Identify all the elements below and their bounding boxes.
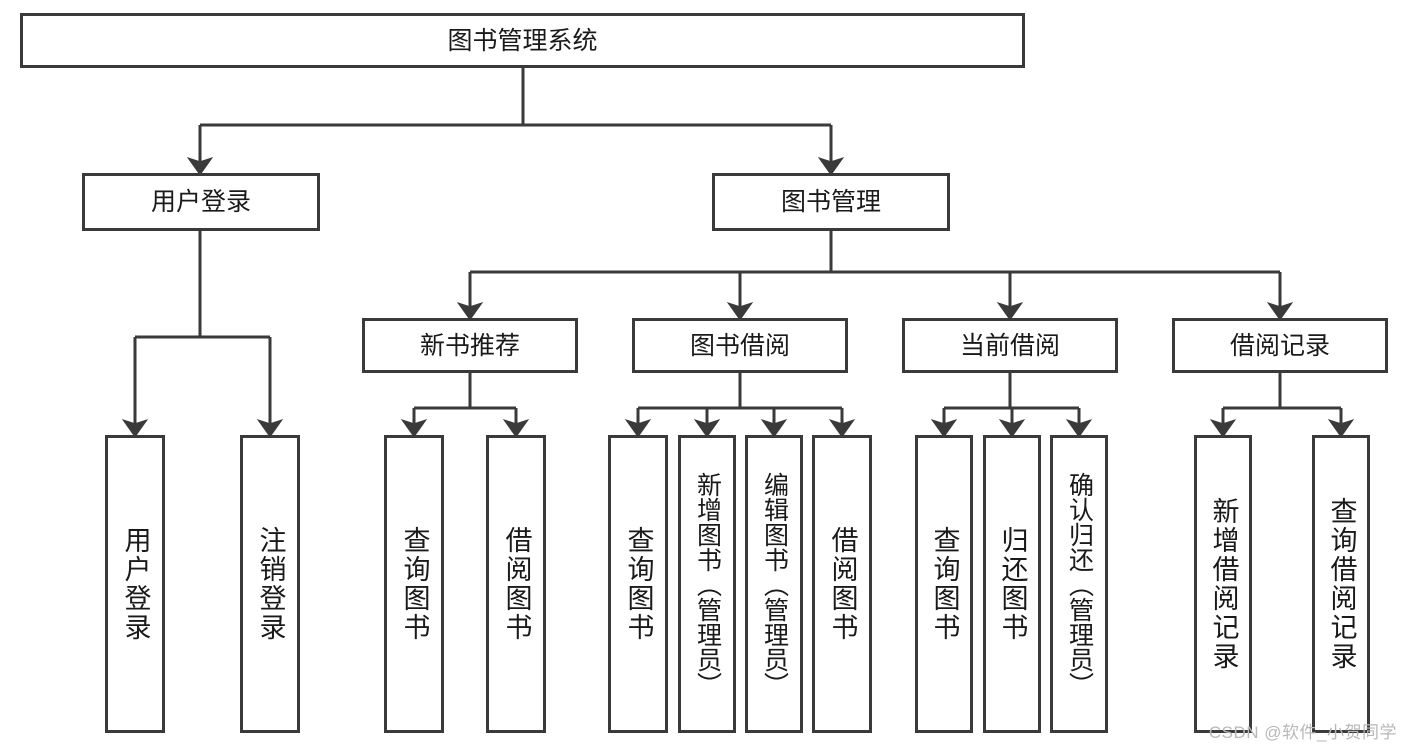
node-leaf-query-record[interactable]: 查询借阅记录 [1312,435,1370,733]
node-leaf-add-book[interactable]: 新增图书（管理员） [678,435,736,733]
node-leaf-query-record-label: 查询借阅记录 [1326,497,1357,671]
node-current-borrow-label: 当前借阅 [959,331,1060,360]
node-new-book-rec[interactable]: 新书推荐 [362,318,578,373]
node-leaf-confirm-return-label: 确认归还（管理员） [1065,471,1094,697]
node-leaf-return-book[interactable]: 归还图书 [983,435,1041,733]
node-leaf-user-logout-label: 注销登录 [255,526,286,642]
node-leaf-user-logout[interactable]: 注销登录 [240,435,300,733]
node-leaf-query-book-br-label: 查询图书 [623,526,654,642]
node-book-mgmt-label: 图书管理 [780,188,881,216]
node-book-borrow[interactable]: 图书借阅 [632,318,848,373]
node-leaf-query-book-cb-label: 查询图书 [929,526,960,642]
node-leaf-add-record-label: 新增借阅记录 [1208,497,1239,671]
node-leaf-borrow-book-rec[interactable]: 借阅图书 [486,435,546,733]
node-root[interactable]: 图书管理系统 [20,13,1025,68]
node-leaf-confirm-return[interactable]: 确认归还（管理员） [1050,435,1108,733]
node-new-book-rec-label: 新书推荐 [419,331,520,360]
node-leaf-add-record[interactable]: 新增借阅记录 [1194,435,1252,733]
node-leaf-query-book-rec[interactable]: 查询图书 [384,435,444,733]
node-book-mgmt[interactable]: 图书管理 [712,173,950,231]
node-leaf-query-book-rec-label: 查询图书 [399,526,430,642]
node-user-login[interactable]: 用户登录 [82,173,320,231]
node-leaf-borrow-book-br[interactable]: 借阅图书 [812,435,872,733]
node-leaf-query-book-br[interactable]: 查询图书 [608,435,668,733]
node-root-label: 图书管理系统 [447,26,598,55]
node-user-login-label: 用户登录 [150,188,251,216]
node-book-borrow-label: 图书借阅 [689,331,790,360]
node-leaf-return-book-label: 归还图书 [997,526,1028,642]
node-leaf-add-book-label: 新增图书（管理员） [693,471,722,697]
node-borrow-record-label: 借阅记录 [1229,331,1330,360]
node-leaf-query-book-cb[interactable]: 查询图书 [915,435,973,733]
node-borrow-record[interactable]: 借阅记录 [1172,318,1388,373]
node-leaf-user-login-label: 用户登录 [120,526,151,642]
node-leaf-user-login[interactable]: 用户登录 [105,435,165,733]
node-leaf-edit-book[interactable]: 编辑图书（管理员） [745,435,803,733]
csdn-watermark: CSDN @软件_小贺同学 [1208,723,1397,742]
node-leaf-borrow-book-rec-label: 借阅图书 [501,526,532,642]
node-leaf-borrow-book-br-label: 借阅图书 [827,526,858,642]
node-leaf-edit-book-label: 编辑图书（管理员） [760,471,789,697]
node-current-borrow[interactable]: 当前借阅 [902,318,1118,373]
